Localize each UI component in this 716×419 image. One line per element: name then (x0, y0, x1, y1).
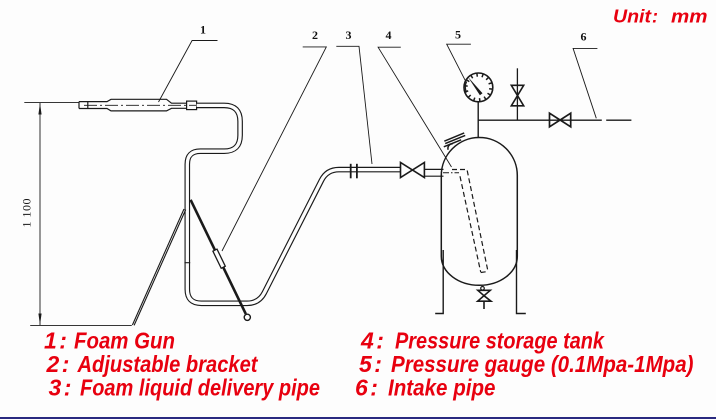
svg-text:Foam Gun: Foam Gun (74, 328, 175, 354)
svg-text:mm: mm (671, 7, 708, 27)
svg-text:Unit: Unit (613, 7, 652, 27)
svg-text:5:: 5: (359, 351, 382, 377)
svg-text:Pressure gauge (0.1Mpa-1Mpa): Pressure gauge (0.1Mpa-1Mpa) (391, 351, 694, 377)
svg-text::: : (652, 7, 658, 27)
svg-text:2: 2 (312, 28, 318, 42)
svg-text:6: 6 (581, 30, 587, 44)
svg-text:1:: 1: (44, 328, 67, 354)
svg-text:1: 1 (200, 23, 206, 37)
svg-text:1 100: 1 100 (20, 198, 34, 228)
svg-text:Intake pipe: Intake pipe (388, 375, 496, 401)
svg-text:Adjustable bracket: Adjustable bracket (77, 351, 259, 377)
svg-text:5: 5 (455, 27, 461, 41)
svg-text:Pressure storage tank: Pressure storage tank (395, 328, 605, 354)
svg-text:2:: 2: (46, 351, 70, 377)
svg-text:4:: 4: (360, 328, 384, 354)
svg-text:3:: 3: (49, 375, 72, 401)
svg-text:Foam liquid delivery pipe: Foam liquid delivery pipe (80, 375, 320, 401)
svg-text:3: 3 (346, 28, 352, 42)
svg-text:6:: 6: (355, 375, 378, 401)
svg-text:4: 4 (386, 28, 392, 42)
